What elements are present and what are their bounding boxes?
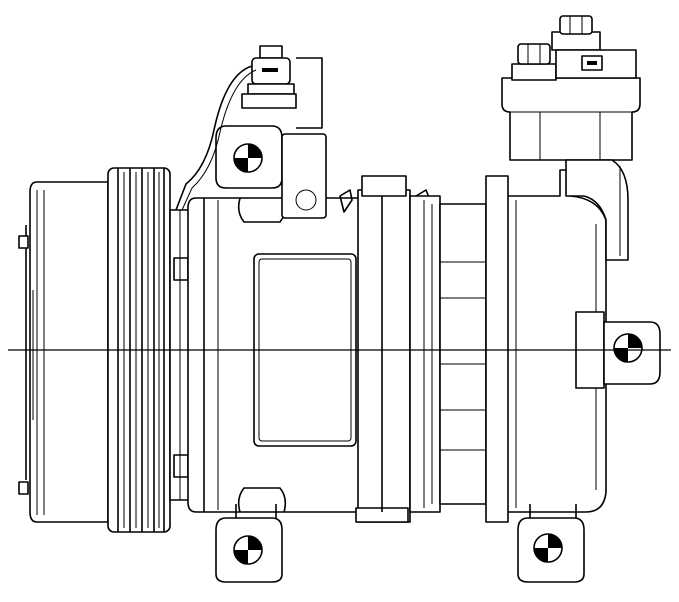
rear-head [485,169,607,523]
bottom-mount-ear-left [215,504,283,583]
right-mount-ear [603,321,661,385]
clutch-plate [18,181,109,523]
clutch-connector [175,45,323,211]
center-band [339,175,431,523]
rear-section [409,195,487,513]
main-body [187,197,383,513]
top-mount-ear [215,125,327,219]
service-ports [501,15,641,261]
bottom-mount-ear-right [517,504,585,583]
